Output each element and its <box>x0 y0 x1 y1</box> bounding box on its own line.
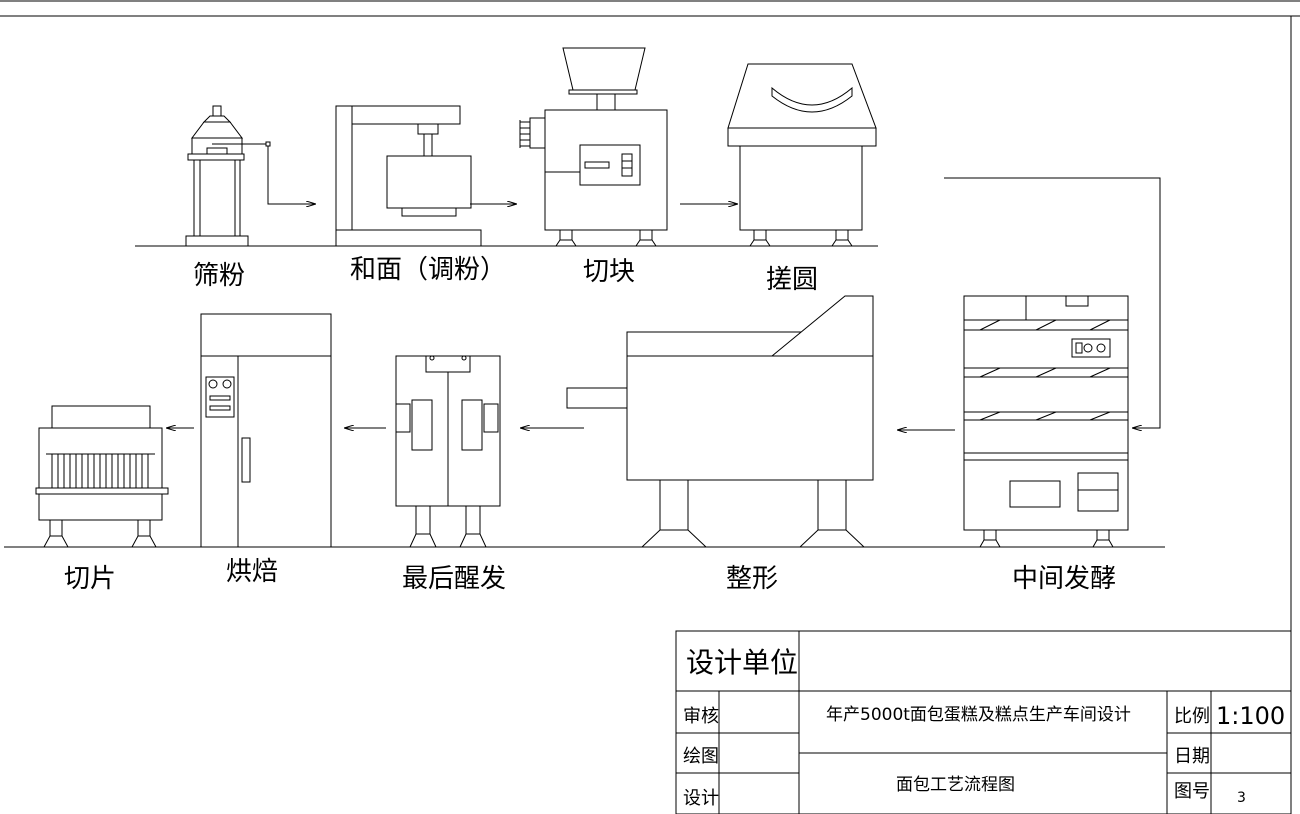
design-label: 设计 <box>683 788 719 809</box>
label-dividing: 切块 <box>583 257 635 287</box>
shaping-machine <box>520 295 874 548</box>
flow-connector <box>944 177 1161 428</box>
review-label: 审核 <box>683 706 719 727</box>
label-intermediate-proofing: 中间发酵 <box>1012 564 1116 594</box>
label-sieving: 筛粉 <box>193 261 245 291</box>
dividing-machine <box>519 47 738 247</box>
label-slicing: 切片 <box>64 564 116 594</box>
scale-label: 比例 <box>1174 706 1210 727</box>
final-proofer <box>344 355 501 548</box>
label-baking: 烘焙 <box>226 557 278 587</box>
baking-oven <box>166 313 332 548</box>
project-title: 年产5000t面包蛋糕及糕点生产车间设计 <box>826 705 1131 725</box>
label-mixing: 和面（调粉） <box>350 255 506 285</box>
mixing-machine <box>335 105 517 247</box>
design-unit-label: 设计单位 <box>686 646 798 679</box>
drawing-label: 绘图 <box>683 746 719 767</box>
label-rounding: 搓圆 <box>766 265 818 295</box>
label-shaping: 整形 <box>726 564 778 594</box>
drawing-title: 面包工艺流程图 <box>896 775 1015 795</box>
intermediate-proofer <box>897 295 1129 548</box>
label-final-proofing: 最后醒发 <box>402 564 506 594</box>
sieving-machine <box>185 105 316 247</box>
slicing-machine <box>35 405 169 548</box>
rounding-machine <box>727 63 877 247</box>
scale-value: 1:100 <box>1216 702 1285 730</box>
date-label: 日期 <box>1174 746 1210 767</box>
drawing-no-value: 3 <box>1237 790 1246 806</box>
drawing-no-label: 图号 <box>1174 781 1210 802</box>
title-block <box>675 630 1292 814</box>
